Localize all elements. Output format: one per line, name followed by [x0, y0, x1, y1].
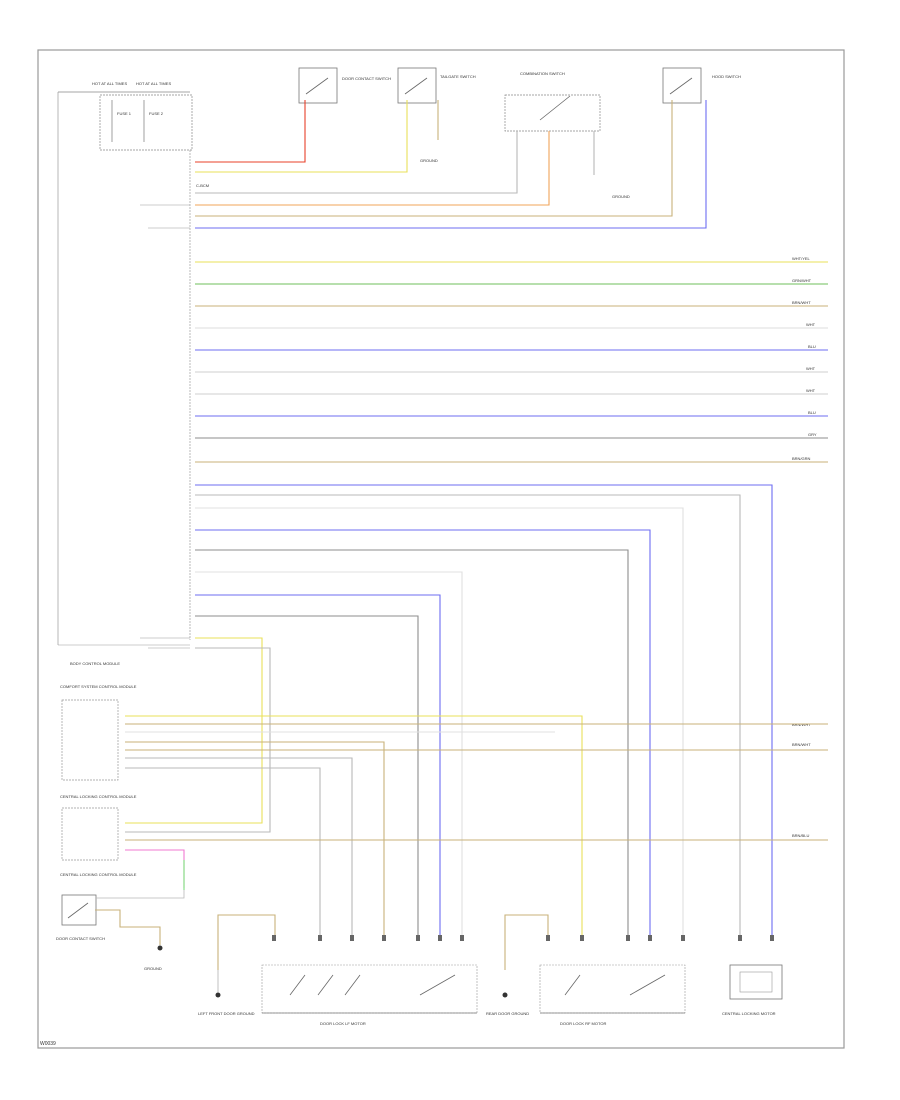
- top-wires: [140, 100, 707, 229]
- hood-switch: HOOD SWITCH: [662, 67, 741, 104]
- wire-label-9: GRY: [808, 432, 817, 437]
- wire-label-3: BRN/WHT: [792, 300, 811, 305]
- wire-label-5: BLU: [808, 344, 816, 349]
- ground-right-label: GROUND: [612, 194, 630, 199]
- diagram-code: W0039: [40, 1041, 56, 1047]
- comfort-module-label: COMFORT SYSTEM CONTROL MODULE: [60, 684, 137, 689]
- ground-lf-label: LEFT FRONT DOOR GROUND: [198, 1011, 255, 1016]
- module-title: BODY CONTROL MODULE: [70, 661, 120, 666]
- wire-label-12: BRN/WHT: [792, 742, 811, 747]
- wire-label-7: WHT: [806, 388, 816, 393]
- door-lock-switch-label: DOOR CONTACT SWITCH: [56, 936, 105, 941]
- horizontal-wires: [195, 261, 828, 463]
- wire-label-4: WHT: [806, 322, 816, 327]
- door-contact-switch: DOOR CONTACT SWITCH: [298, 67, 391, 104]
- wire-label-8: BLU: [808, 410, 816, 415]
- ground-lr-label: REAR DOOR GROUND: [486, 1011, 529, 1016]
- ground-bottom-left-label: GROUND: [144, 966, 162, 971]
- wire-label-6: WHT: [806, 366, 816, 371]
- fuse-b-header: HOT AT ALL TIMES: [136, 81, 171, 86]
- combination-switch-label: COMBINATION SWITCH: [520, 71, 565, 76]
- wire-label-13: BRN/BLU: [792, 833, 809, 838]
- door-lock-rf-label: DOOR LOCK RF MOTOR: [560, 1021, 606, 1026]
- tailgate-switch: TAILGATE SWITCH: [397, 67, 476, 104]
- door-lock-lf-label: DOOR LOCK LF MOTOR: [320, 1021, 366, 1026]
- diagram-frame: [37, 49, 845, 1049]
- door-contact-switch-label: DOOR CONTACT SWITCH: [342, 76, 391, 81]
- tailgate-switch-label: TAILGATE SWITCH: [440, 74, 476, 79]
- wire-label-2: GRN/WHT: [792, 278, 812, 283]
- fuse-box: HOT AT ALL TIMES HOT AT ALL TIMES FUSE 1…: [57, 81, 193, 645]
- central-locking-motor: CENTRAL LOCKING MOTOR: [722, 964, 783, 1016]
- fuse-a-label: FUSE 1: [117, 111, 132, 116]
- ground-top-label: GROUND: [420, 158, 438, 163]
- door-lock-switch: DOOR CONTACT SWITCH GROUND: [56, 890, 185, 971]
- bottom-connector-pins: [272, 935, 774, 941]
- central-locking-motor-label: CENTRAL LOCKING MOTOR: [722, 1011, 776, 1016]
- combination-switch: COMBINATION SWITCH: [504, 71, 601, 132]
- wire-label-10: BRN/GRN: [792, 456, 811, 461]
- drop-wires: [195, 484, 773, 935]
- wire-label-1: WHT/YEL: [792, 256, 811, 261]
- door-lock-rf-group: REAR DOOR GROUND DOOR LOCK RF MOTOR: [486, 914, 686, 1026]
- lower-module-wires: [125, 637, 828, 935]
- right-wire-labels: WHT/YEL GRN/WHT BRN/WHT WHT BLU WHT WHT …: [792, 256, 817, 838]
- central-locking-b-label: CENTRAL LOCKING CONTROL MODULE: [60, 872, 137, 877]
- central-locking-a-label: CENTRAL LOCKING CONTROL MODULE: [60, 794, 137, 799]
- fuse-b-label: FUSE 2: [149, 111, 164, 116]
- hood-switch-label: HOOD SWITCH: [712, 74, 741, 79]
- connector-a-label: C-BCM: [196, 183, 209, 188]
- fuse-a-header: HOT AT ALL TIMES: [92, 81, 127, 86]
- comfort-module: COMFORT SYSTEM CONTROL MODULE CENTRAL LO…: [58, 644, 190, 877]
- door-lock-lf-group: LEFT FRONT DOOR GROUND DOOR LOCK LF MOTO…: [198, 914, 478, 1026]
